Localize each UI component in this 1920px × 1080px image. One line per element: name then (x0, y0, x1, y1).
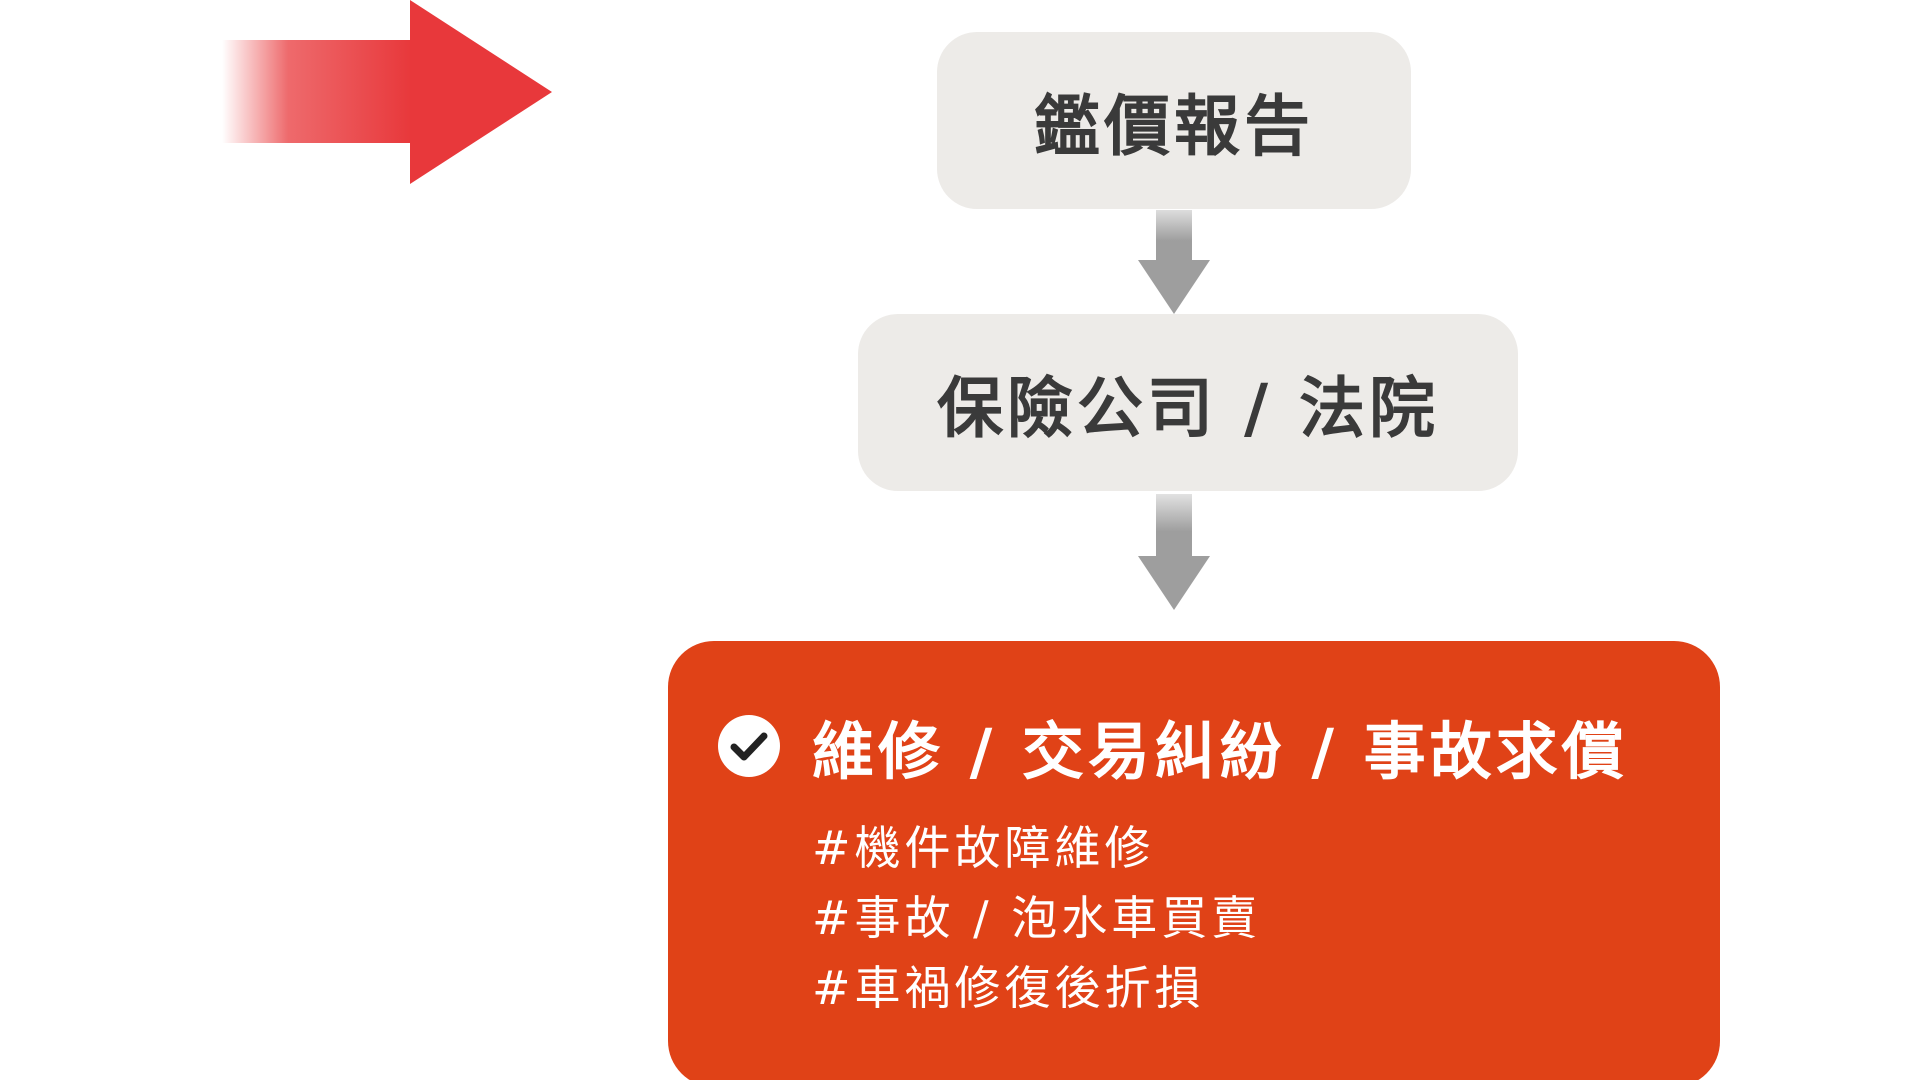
outcome-tag: #機件故障維修 (812, 821, 1155, 875)
arrow-tail (222, 40, 412, 143)
outcome-tag: #事故 / 泡水車買賣 (812, 891, 1262, 945)
right-arrow-icon (222, 0, 552, 184)
down-arrow-icon (1138, 210, 1210, 314)
step-insurance-court: 保險公司 / 法院 (858, 314, 1518, 491)
step-appraisal-label: 鑑價報告 (1034, 87, 1314, 165)
outcome-tag: #車禍修復後折損 (812, 961, 1205, 1015)
check-circle-icon (718, 715, 780, 777)
outcome-tag-list: #機件故障維修 #事故 / 泡水車買賣 #車禍修復後折損 (812, 813, 1261, 1023)
arrow-head (410, 0, 552, 184)
step-insurance-label: 保險公司 / 法院 (936, 369, 1440, 447)
outcome-box: 維修 / 交易糾紛 / 事故求償 #機件故障維修 #事故 / 泡水車買賣 #車禍… (668, 641, 1720, 1080)
outcome-title: 維修 / 交易糾紛 / 事故求償 (812, 715, 1628, 788)
outcome-header: 維修 / 交易糾紛 / 事故求償 (718, 701, 1628, 791)
step-appraisal-report: 鑑價報告 (937, 32, 1411, 209)
check-icon (730, 732, 768, 761)
down-arrow-icon (1138, 494, 1210, 610)
